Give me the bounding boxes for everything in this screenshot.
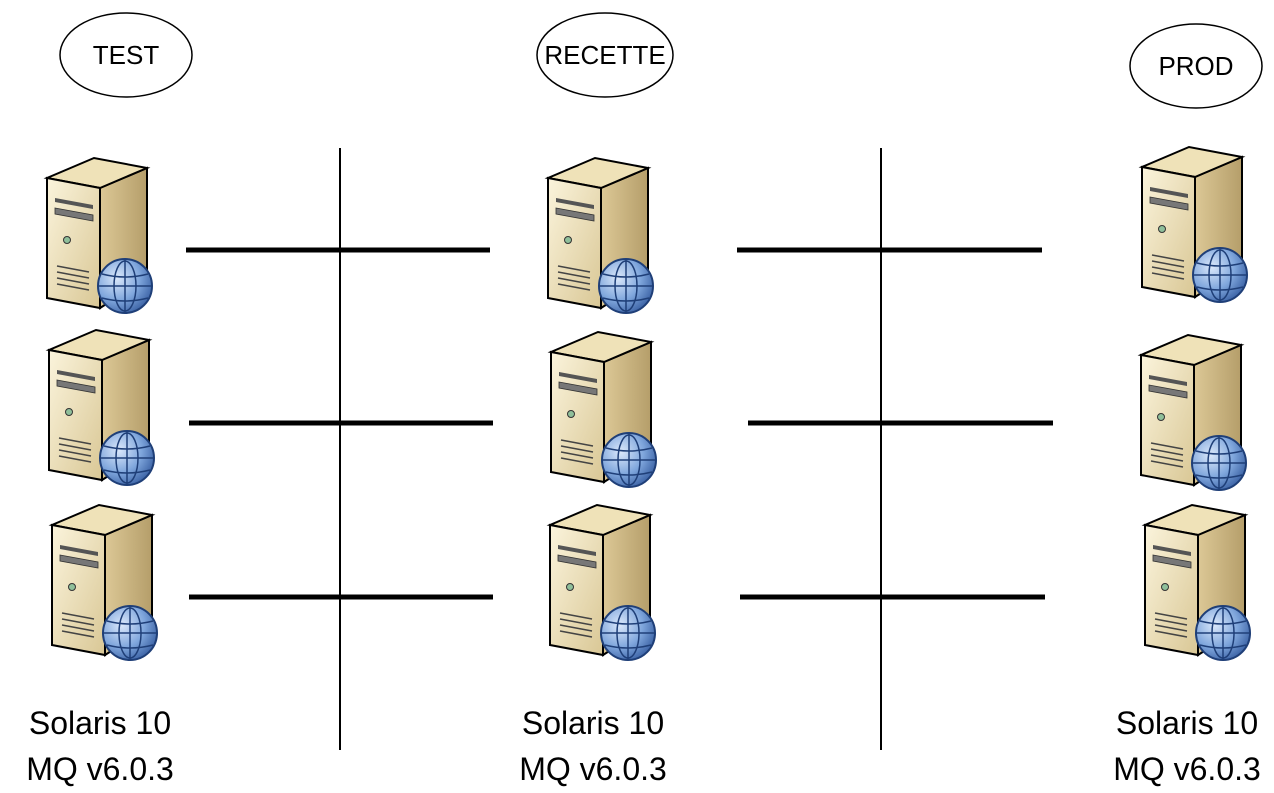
caption-recette: Solaris 10 MQ v6.0.3 — [483, 700, 703, 792]
env-label-test: TEST — [93, 40, 160, 70]
caption-prod: Solaris 10 MQ v6.0.3 — [1077, 700, 1274, 792]
server-icon-prod-1 — [1141, 146, 1248, 303]
os-label-test: Solaris 10 — [28, 705, 172, 741]
env-label-prod: PROD — [1158, 51, 1233, 81]
env-oval-test: TEST — [59, 12, 193, 98]
server-icon-recette-1 — [547, 157, 654, 314]
server-icon-prod-2 — [1140, 334, 1247, 491]
env-label-recette: RECETTE — [544, 40, 665, 70]
mq-label-test: MQ v6.0.3 — [26, 751, 174, 787]
mq-label-prod: MQ v6.0.3 — [1113, 751, 1261, 787]
env-oval-prod: PROD — [1129, 23, 1263, 109]
env-oval-recette: RECETTE — [536, 12, 674, 98]
server-icon-prod-3 — [1144, 504, 1251, 661]
server-icon-test-1 — [46, 157, 153, 314]
server-icon-recette-3 — [549, 504, 656, 661]
caption-test: Solaris 10 MQ v6.0.3 — [0, 700, 210, 792]
server-icon-test-3 — [51, 504, 158, 661]
os-label-prod: Solaris 10 — [1115, 705, 1259, 741]
server-icon-test-2 — [48, 329, 155, 486]
os-label-recette: Solaris 10 — [521, 705, 665, 741]
mq-label-recette: MQ v6.0.3 — [519, 751, 667, 787]
server-icon-recette-2 — [550, 331, 657, 488]
